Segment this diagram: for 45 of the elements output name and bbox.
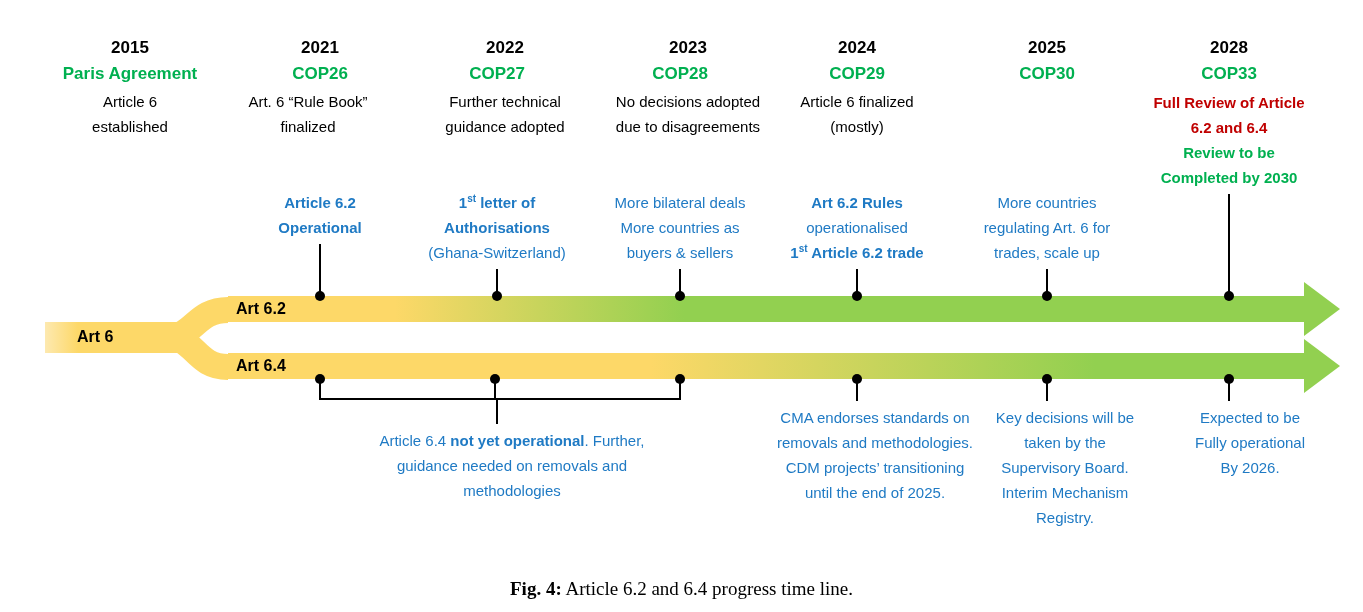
band-label: Art 6 xyxy=(77,327,114,347)
year-label: 2025 xyxy=(1028,38,1066,57)
year-label: 2015 xyxy=(111,38,149,57)
arrow-band xyxy=(228,339,1340,393)
event-label: Paris Agreement xyxy=(62,64,198,83)
pin-line xyxy=(492,268,502,301)
band-label: Art 6.2 xyxy=(236,299,286,319)
pin-line xyxy=(852,268,862,301)
year-label: 2024 xyxy=(838,38,876,57)
pin-line xyxy=(1042,268,1052,301)
milestone-note: CMA endorses standards on removals and methodologies. CDM projects’ transitioning until the end of 2025. xyxy=(775,405,975,505)
pin-line xyxy=(1224,193,1234,301)
event-description: Article 6 finalized (mostly) xyxy=(800,93,914,135)
event-label: COP30 xyxy=(1019,64,1075,83)
pin-line xyxy=(1042,374,1052,402)
event-description: Further technical guidance adopted xyxy=(445,93,565,135)
milestone-note: 1$^{st}$ letter of Authorisations (Ghana-Switzerland) xyxy=(407,190,587,265)
pin-line xyxy=(496,374,685,425)
pin-line xyxy=(1224,374,1234,402)
figure-caption: Fig. 4: Article 6.2 and 6.4 progress time line. xyxy=(510,578,853,599)
milestone-note: More bilateral deals More countries as buyers & sellers xyxy=(600,190,760,265)
milestone-note: Article 6.4 not yet operational. Further, guidance needed on removals and methodologies xyxy=(362,428,662,503)
milestone-note: Key decisions will be taken by the Supervisory Board. Interim Mechanism Registry. xyxy=(990,405,1140,530)
year-label: 2021 xyxy=(301,38,339,57)
event-description: Art. 6 “Rule Book” finalized xyxy=(248,93,368,135)
pin-line xyxy=(852,374,862,402)
event-description: Article 6 established xyxy=(92,93,168,135)
event-label: COP29 xyxy=(829,64,885,83)
event-label: COP26 xyxy=(292,64,348,83)
milestone-note: Full Review of Article 6.2 and 6.4 Review to be Completed by 2030 xyxy=(1148,90,1310,190)
milestone-note: Expected to be Fully operational By 2026. xyxy=(1185,405,1315,480)
milestone-note: Art 6.2 Rules operationalised 1$^{st}$ Article 6.2 trade xyxy=(762,190,952,265)
arrow-band xyxy=(228,282,1340,336)
year-label: 2023 xyxy=(669,38,707,57)
year-label: 2022 xyxy=(486,38,524,57)
event-label: COP33 xyxy=(1201,64,1257,83)
milestone-note: Article 6.2 Operational xyxy=(265,190,375,240)
event-description: No decisions adopted due to disagreements xyxy=(615,93,761,135)
event-label: COP27 xyxy=(469,64,525,83)
year-label: 2028 xyxy=(1210,38,1248,57)
milestone-note: More countries regulating Art. 6 for trades, scale up xyxy=(972,190,1122,265)
pin-line xyxy=(315,243,325,301)
pin-line xyxy=(675,268,685,301)
band-label: Art 6.4 xyxy=(236,356,286,376)
event-label: COP28 xyxy=(652,64,708,83)
